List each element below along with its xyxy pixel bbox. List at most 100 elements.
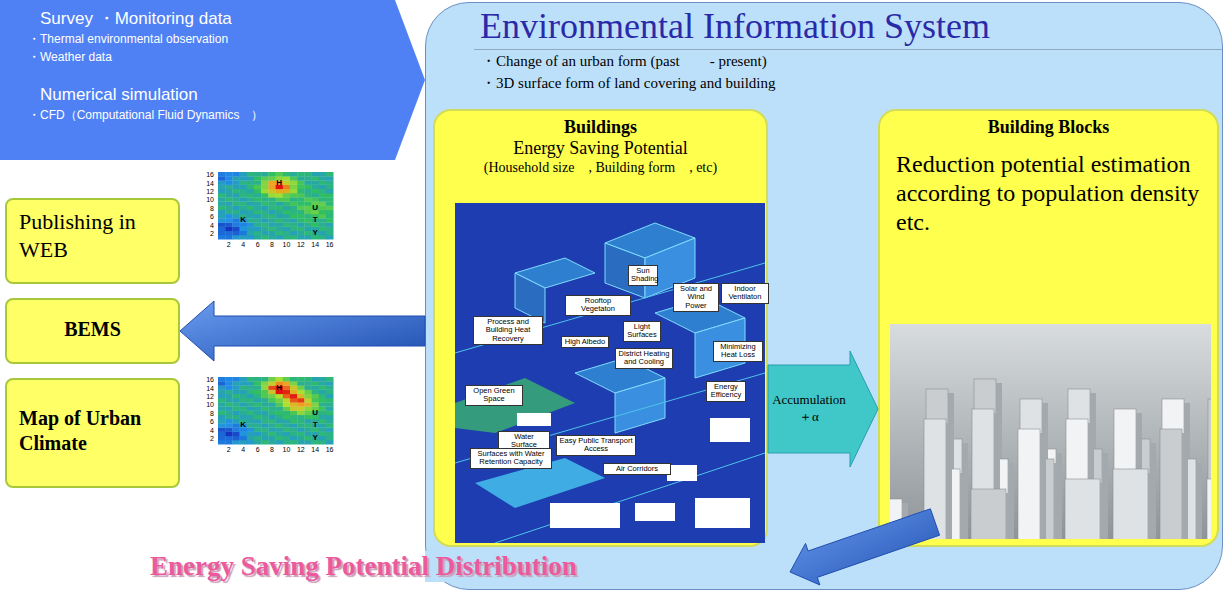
heat-cell xyxy=(232,180,240,185)
heat-cell xyxy=(268,423,276,428)
photo-building-side xyxy=(1196,463,1202,539)
street-lines xyxy=(455,263,765,543)
heat-cell xyxy=(225,180,233,185)
heat-cell xyxy=(290,172,298,177)
heat-cell xyxy=(268,185,276,190)
axis-tick: 16 xyxy=(326,446,334,453)
heat-cell xyxy=(247,390,255,395)
heat-cell xyxy=(240,411,248,416)
heat-cell xyxy=(232,415,240,420)
heat-cell xyxy=(290,419,298,424)
heat-cell xyxy=(268,440,276,445)
axis-tick: 8 xyxy=(201,409,214,416)
heat-cell xyxy=(290,415,298,420)
heat-cell xyxy=(319,235,327,240)
axis-tick: 4 xyxy=(201,426,214,433)
heat-cell xyxy=(283,423,291,428)
heat-cell xyxy=(283,172,291,177)
heat-cell xyxy=(304,427,312,432)
heat-cell xyxy=(225,415,233,420)
heat-cell xyxy=(254,432,262,437)
heat-cell xyxy=(290,201,298,206)
heat-cell xyxy=(254,201,262,206)
heat-cell xyxy=(326,377,334,382)
heat-cell xyxy=(326,222,334,227)
node-text: Energy Saving Potential xyxy=(435,138,766,159)
heat-cell xyxy=(326,227,334,232)
axis-tick: 10 xyxy=(282,446,290,453)
heat-cell xyxy=(283,390,291,395)
heat-cell xyxy=(218,172,226,177)
heat-cell xyxy=(326,197,334,202)
heat-cell xyxy=(254,176,262,181)
heat-cell xyxy=(304,436,312,441)
heat-cell xyxy=(225,406,233,411)
heat-cell xyxy=(290,176,298,181)
heat-cell xyxy=(261,406,269,411)
heat-cell xyxy=(290,218,298,223)
heat-cell xyxy=(247,381,255,386)
heat-cell xyxy=(268,231,276,236)
heat-cell xyxy=(326,176,334,181)
heat-cell xyxy=(254,398,262,403)
heat-cell xyxy=(225,381,233,386)
heat-cell xyxy=(319,432,327,437)
heat-cell xyxy=(218,419,226,424)
heat-cell xyxy=(290,189,298,194)
node-text: Light Surfaces xyxy=(626,323,658,340)
heat-cell xyxy=(254,390,262,395)
heat-cell xyxy=(297,427,305,432)
heat-cell xyxy=(319,210,327,215)
heat-cell xyxy=(268,176,276,181)
heat-cell xyxy=(283,206,291,211)
street-line xyxy=(455,263,765,353)
heat-cell xyxy=(290,235,298,240)
node-text: Open Green Space xyxy=(468,387,520,404)
heat-cell xyxy=(247,218,255,223)
node-text: Survey ・Monitoring data xyxy=(40,8,395,30)
heat-cell xyxy=(261,189,269,194)
map-marker: H xyxy=(276,179,282,187)
node-text: Air Corridors xyxy=(606,465,668,473)
node-text: ・Weather data xyxy=(28,48,395,66)
heat-cell xyxy=(326,398,334,403)
heat-cell xyxy=(261,432,269,437)
heat-cell xyxy=(218,176,226,181)
heat-cell xyxy=(268,406,276,411)
heat-cell xyxy=(261,385,269,390)
node-text: (Household size , Building form , etc) xyxy=(435,159,766,176)
heat-cell xyxy=(232,210,240,215)
node-text: High Albedo xyxy=(564,338,606,346)
heat-cell xyxy=(232,227,240,232)
heat-cell xyxy=(304,206,312,211)
heat-cell xyxy=(240,227,248,232)
heat-cell xyxy=(297,411,305,416)
heat-cell xyxy=(276,423,284,428)
axis-tick: 6 xyxy=(256,446,260,453)
heat-cell xyxy=(319,222,327,227)
heat-cell xyxy=(268,197,276,202)
heat-cell xyxy=(225,390,233,395)
photo-building-side xyxy=(1100,483,1106,539)
heat-cell xyxy=(319,214,327,219)
heat-cell xyxy=(254,402,262,407)
heat-cell xyxy=(276,394,284,399)
heat-cell xyxy=(297,419,305,424)
heat-cell xyxy=(268,436,276,441)
heat-cell xyxy=(304,210,312,215)
heat-cell xyxy=(261,419,269,424)
heat-cell xyxy=(326,406,334,411)
heat-cell xyxy=(261,377,269,382)
heat-cell xyxy=(290,227,298,232)
heat-cell xyxy=(225,210,233,215)
heat-cell xyxy=(232,193,240,198)
heat-cell xyxy=(225,385,233,390)
heat-cell xyxy=(283,440,291,445)
node-text: Reduction potential estimation according… xyxy=(896,150,1203,236)
heat-cell xyxy=(268,394,276,399)
heat-cell xyxy=(218,231,226,236)
heat-cell xyxy=(218,432,226,437)
measure-tag: Sun Shading xyxy=(628,265,658,286)
measure-tag: Process and Building Heat Recovery xyxy=(473,316,543,345)
heat-cell xyxy=(218,210,226,215)
